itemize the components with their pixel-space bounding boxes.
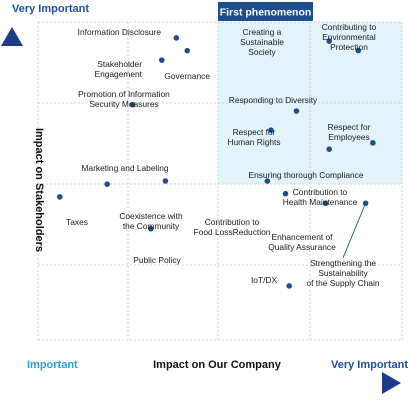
point-enhancement-of-quality-assurance: [322, 200, 329, 207]
point-ensuring-thorough-compliance: [326, 146, 333, 152]
point-respect-for-employees: [370, 140, 376, 146]
point-contributing-to-environmental-protection: [355, 47, 362, 54]
point-strengthening-the-sustainability-of-the-supply-chain: [362, 200, 369, 207]
point-contribution-to-health-maintenance: [282, 190, 289, 197]
leader-line-strengthening-the-sustainability-of-the-supply-chain: [342, 203, 367, 259]
point-stakeholder-engagement: [158, 57, 165, 63]
point-promotion-of-information-security-measures: [129, 101, 136, 108]
label-ensuring-thorough-compliance: Ensuring thorough Compliance: [249, 170, 364, 180]
point-responding-to-diversity: [293, 108, 300, 114]
x-axis-arrowhead: [382, 372, 401, 394]
label-governance: Governance: [164, 71, 210, 81]
point-public-policy: [148, 225, 154, 232]
point-coexistence-with-the-community: [162, 178, 169, 184]
highlight-tag: [218, 2, 313, 21]
label-marketing-and-labeling: Marketing and Labeling: [81, 163, 168, 173]
points-layer: [57, 35, 376, 289]
point-taxes: [57, 194, 63, 200]
point-respect-for-human-rights: [268, 127, 274, 133]
x-high-label: Very Important: [331, 359, 408, 371]
label-information-disclosure: Information Disclosure: [78, 27, 162, 37]
point-governance: [184, 47, 191, 54]
y-high-label: Very Important: [12, 3, 89, 15]
point-marketing-and-labeling: [104, 181, 110, 187]
label-responding-to-diversity: Responding to Diversity: [229, 95, 318, 105]
point-information-disclosure: [173, 35, 180, 41]
grid: [37, 21, 403, 341]
y-axis-title: Impact on Stakeholders: [33, 128, 45, 252]
x-low-label: Important: [27, 359, 78, 371]
label-taxes: Taxes: [66, 217, 88, 227]
highlight-tag-label: First phenomenon: [220, 7, 312, 19]
label-iot-dx: IoT/DX: [251, 275, 277, 285]
label-public-policy: Public Policy: [133, 255, 181, 265]
x-axis-title: Impact on Our Company: [153, 359, 282, 371]
y-axis-arrowhead: [1, 27, 23, 46]
point-contribution-to-food-lossreduction: [264, 178, 271, 184]
point-creating-a-sustainable-society: [326, 38, 333, 44]
axes: [1, 27, 401, 394]
point-iot-dx: [286, 283, 292, 289]
